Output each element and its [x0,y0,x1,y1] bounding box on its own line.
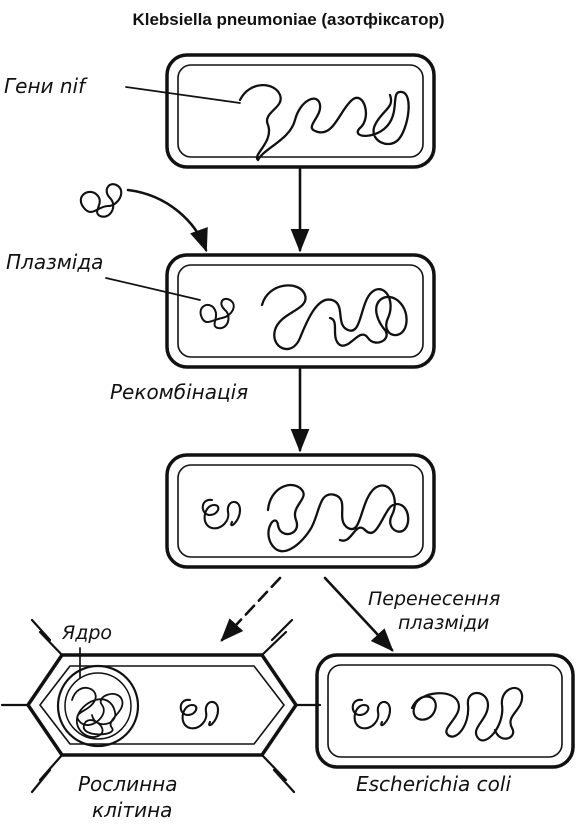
tangled-chromatin [71,687,124,738]
chromosome-3 [266,483,410,553]
chromosome-ecoli [410,686,524,742]
plasmid-in-plant-cell [179,698,220,730]
bacterium-cell-1 [165,53,436,169]
label-transfer-line2: плазміди [398,612,490,634]
leader-genes [125,86,241,104]
plasmid-in-cell-3 [201,498,242,530]
ecoli-cell [315,653,575,769]
label-plant-cell-line1: Рослинна [78,772,178,796]
label-nucleus: Ядро [62,622,113,644]
arrow-to-ecoli [323,576,394,652]
label-plasmid: Плазміда [6,250,104,274]
plant-cell [0,618,322,794]
label-transfer-line1: Перенесення [368,588,501,610]
nucleus [56,664,140,748]
plasmid-in-cell-2 [199,298,235,330]
leader-plasmid [105,277,201,301]
arrow-to-plant-cell-dashed [220,576,282,642]
plasmid-in-ecoli [351,698,392,730]
adjacent-cell-walls [0,618,322,794]
label-ecoli: Escherichia coli [356,772,511,796]
label-genes: Гени nif [4,74,86,98]
chromosome-2 [260,284,408,350]
chromosome-1 [238,83,410,162]
bacterium-cell-3 [165,453,436,569]
arrow-plasmid-to-cell [126,188,208,253]
bacterium-cell-2 [165,253,436,369]
free-plasmid [79,183,123,218]
diagram-title: Klebsiella pneumoniae (азотфіксатор) [132,10,445,29]
label-recombination: Рекомбінація [110,380,249,404]
label-plant-cell-line2: клітина [92,798,173,822]
